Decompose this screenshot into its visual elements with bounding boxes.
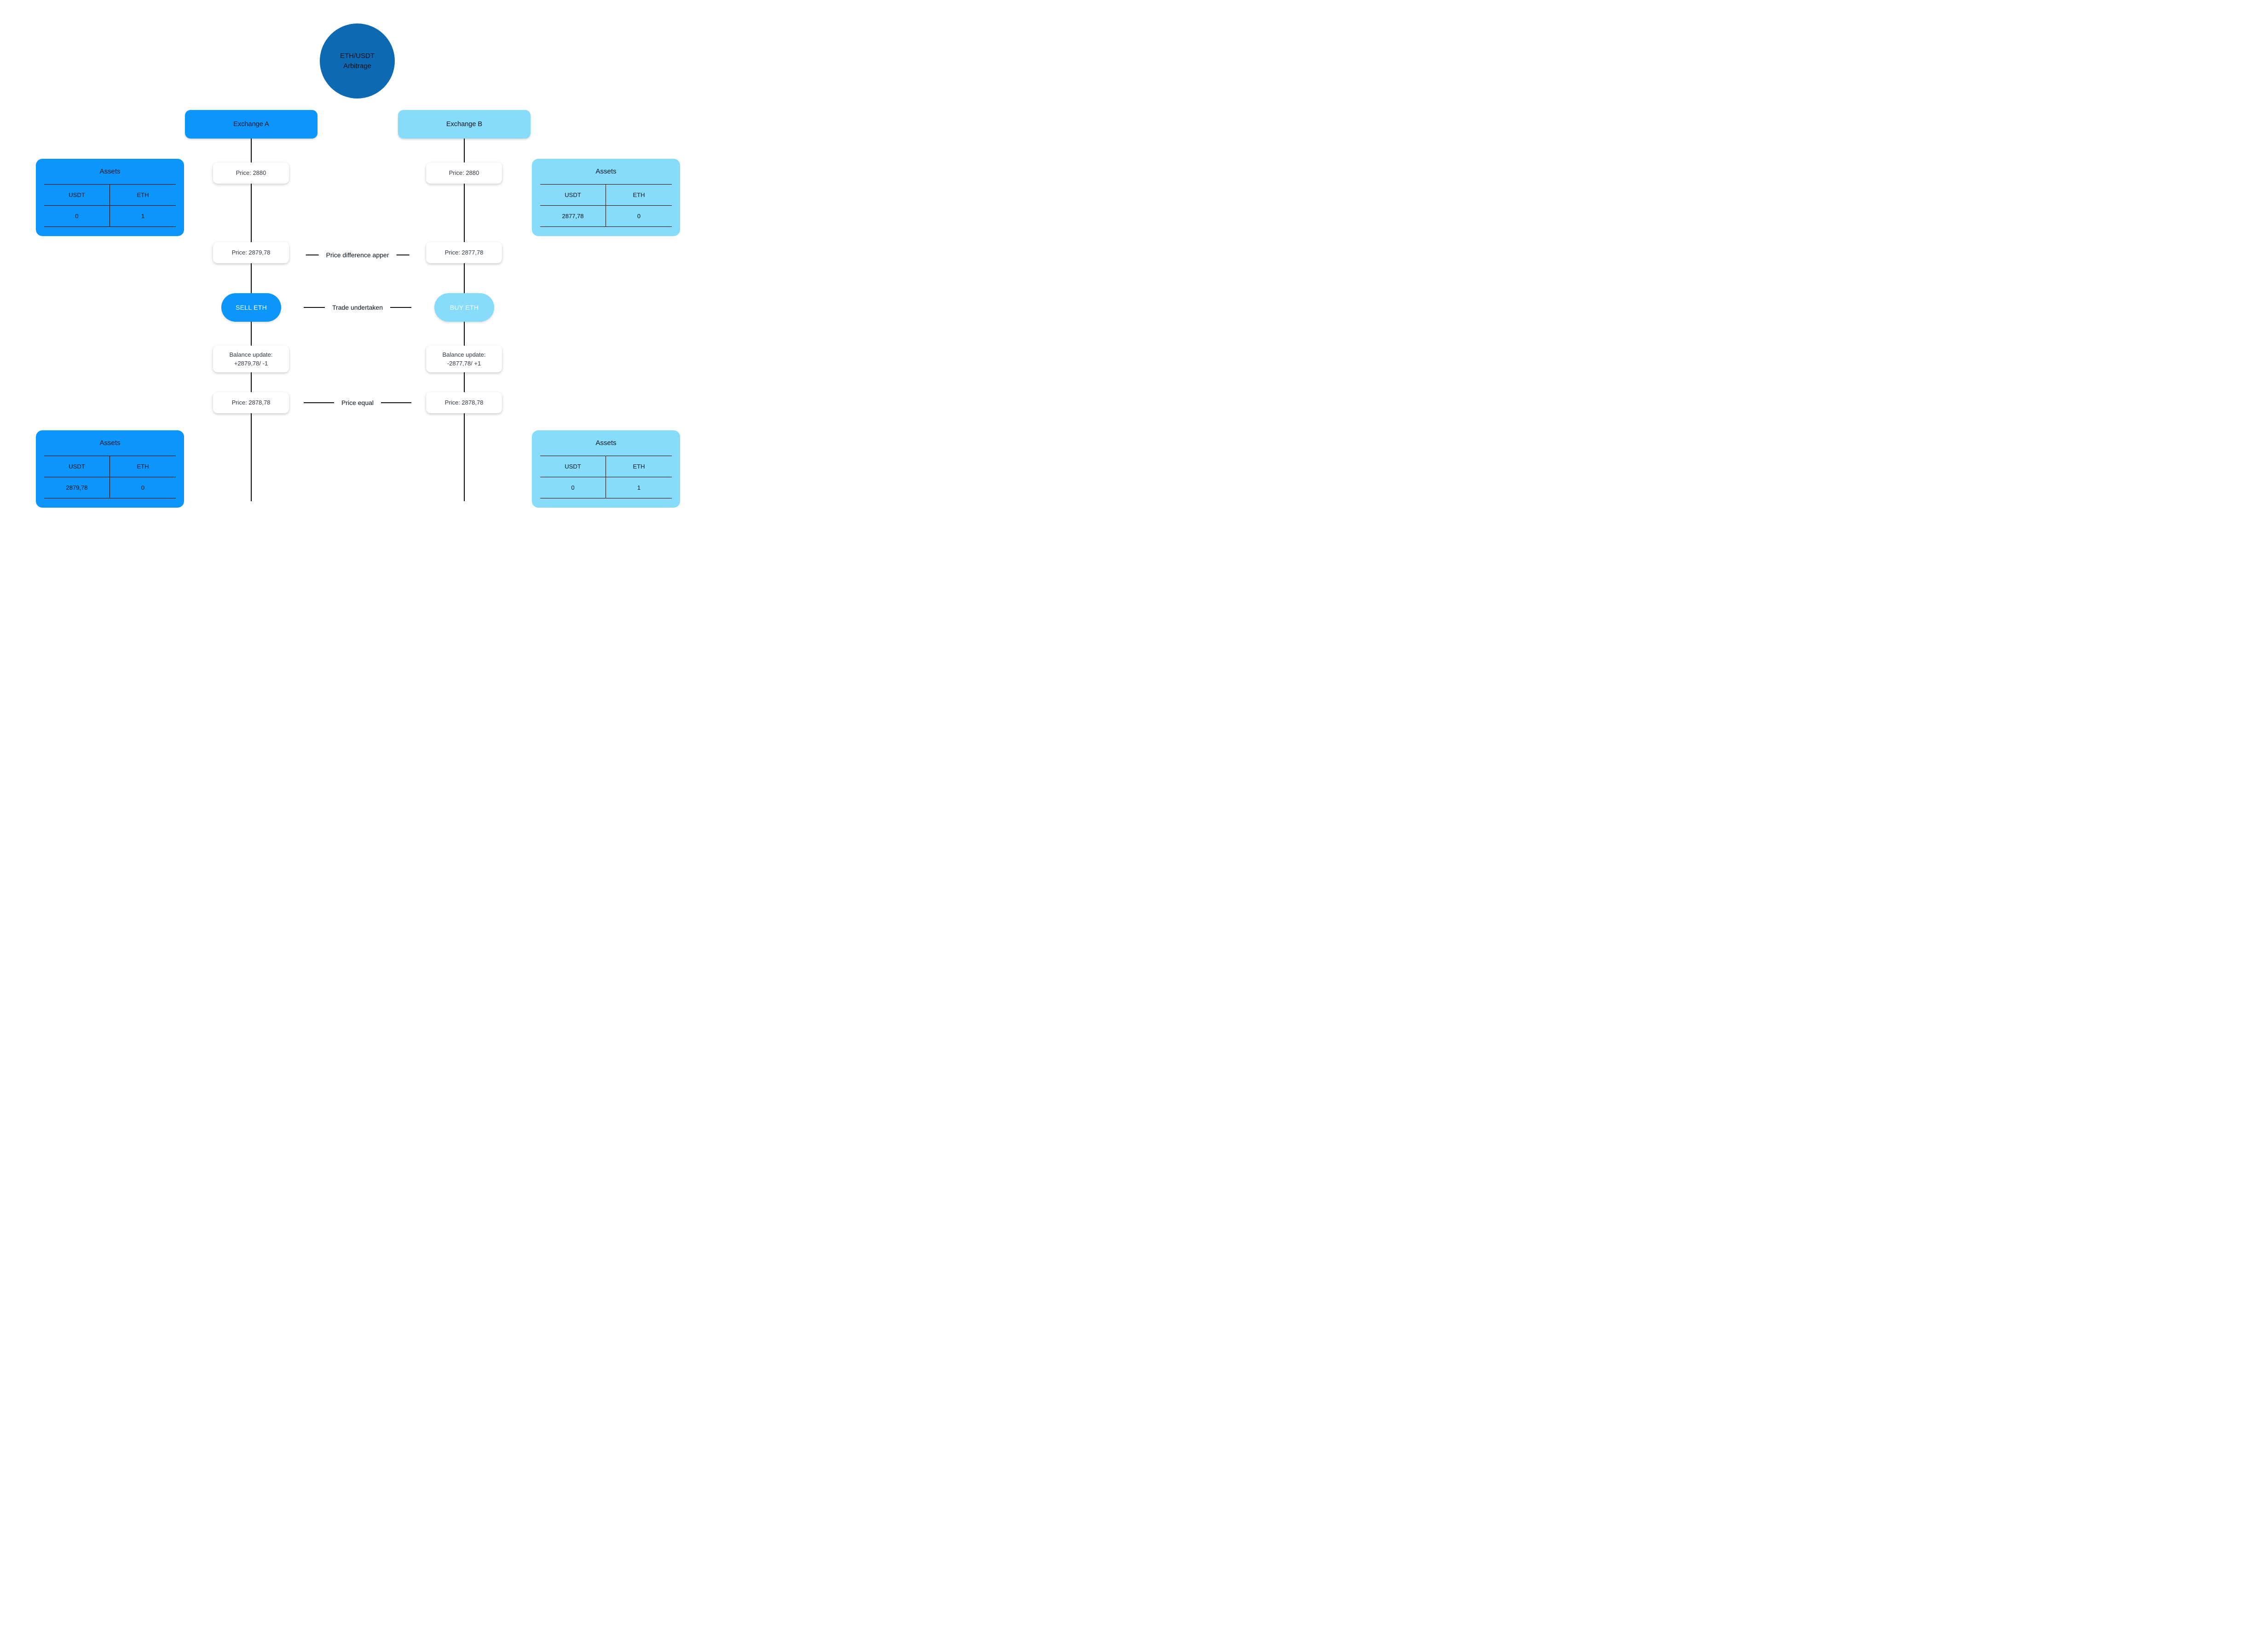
exchange-a-price-diff-box: Price: 2879,78 bbox=[213, 242, 289, 263]
connector-dash-right bbox=[381, 402, 412, 403]
exchange-a-balance-line1: Balance update: bbox=[229, 351, 273, 358]
assets-value-eth: 1 bbox=[141, 213, 145, 220]
assets-value-usdt: 2879,78 bbox=[44, 477, 110, 498]
assets-col-header-usdt: USDT bbox=[44, 456, 110, 477]
connector-price-equal-label: Price equal bbox=[341, 399, 374, 406]
assets-title: Assets bbox=[99, 439, 121, 447]
exchange-b-price-end-box: Price: 2878,78 bbox=[426, 392, 502, 413]
assets-grid: USDT ETH 2879,78 0 bbox=[44, 456, 176, 498]
exchange-a-balance-update-box: Balance update: +2879,78/ -1 bbox=[213, 346, 289, 372]
assets-value-eth: 1 bbox=[637, 484, 641, 491]
assets-value-usdt: 2877,78 bbox=[540, 206, 606, 226]
connector-trade-undertaken-label: Trade undertaken bbox=[332, 304, 383, 311]
assets-grid: USDT ETH 0 1 bbox=[44, 184, 176, 227]
root-node-eth-usdt-arbitrage: ETH/USDT Arbitrage bbox=[320, 23, 395, 98]
sell-eth-label: SELL ETH bbox=[235, 304, 267, 311]
exchange-b-label: Exchange B bbox=[446, 121, 483, 128]
assets-title: Assets bbox=[595, 168, 617, 175]
assets-col-header-eth: ETH bbox=[606, 456, 672, 477]
exchange-a-price-end-text: Price: 2878,78 bbox=[231, 399, 271, 406]
buy-eth-label: BUY ETH bbox=[450, 304, 479, 311]
assets-col-header-eth: ETH bbox=[110, 185, 176, 206]
assets-col-header-eth: ETH bbox=[606, 185, 672, 206]
exchange-b-price-diff-text: Price: 2877,78 bbox=[444, 249, 484, 256]
exchange-a-price-diff-text: Price: 2879,78 bbox=[231, 249, 271, 256]
exchange-b-price-start-box: Price: 2880 bbox=[426, 162, 502, 184]
connector-price-difference-label: Price difference apper bbox=[326, 251, 389, 259]
connector-price-difference: Price difference apper bbox=[306, 250, 410, 260]
root-node-label-line2: Arbitrage bbox=[343, 62, 371, 70]
exchange-b-price-start-text: Price: 2880 bbox=[449, 169, 479, 177]
assets-col-header-usdt: USDT bbox=[44, 185, 110, 206]
assets-table-exchange-b-after: Assets USDT ETH 0 1 bbox=[532, 430, 680, 508]
exchange-a-price-start-box: Price: 2880 bbox=[213, 162, 289, 184]
exchange-b-balance-update-box: Balance update: -2877,78/ +1 bbox=[426, 346, 502, 372]
sell-eth-node: SELL ETH bbox=[221, 293, 281, 322]
exchange-a-price-start-text: Price: 2880 bbox=[236, 169, 266, 177]
assets-col-header-usdt: USDT bbox=[540, 185, 606, 206]
connector-dash-left bbox=[304, 307, 325, 308]
exchange-a-label: Exchange A bbox=[233, 121, 269, 128]
connector-trade-undertaken: Trade undertaken bbox=[304, 303, 411, 312]
connector-dash-right bbox=[390, 307, 411, 308]
exchange-b-price-end-text: Price: 2878,78 bbox=[444, 399, 484, 406]
assets-grid: USDT ETH 2877,78 0 bbox=[540, 184, 672, 227]
exchange-a-price-end-box: Price: 2878,78 bbox=[213, 392, 289, 413]
buy-eth-node: BUY ETH bbox=[434, 293, 494, 322]
root-node-label-line1: ETH/USDT bbox=[340, 52, 375, 60]
exchange-a-balance-line2: +2879,78/ -1 bbox=[234, 360, 268, 367]
connector-dash-left bbox=[303, 402, 334, 403]
connector-price-equal: Price equal bbox=[303, 398, 412, 407]
assets-value-eth: 0 bbox=[637, 213, 641, 220]
assets-value-usdt: 0 bbox=[44, 206, 110, 226]
exchange-b-balance-line1: Balance update: bbox=[442, 351, 486, 358]
exchange-b-balance-line2: -2877,78/ +1 bbox=[447, 360, 481, 367]
assets-value-eth: 0 bbox=[141, 484, 145, 491]
exchange-b-header: Exchange B bbox=[398, 110, 531, 139]
assets-col-header-usdt: USDT bbox=[540, 456, 606, 477]
assets-grid: USDT ETH 0 1 bbox=[540, 456, 672, 498]
assets-table-exchange-a-before: Assets USDT ETH 0 1 bbox=[36, 159, 184, 236]
assets-table-exchange-a-after: Assets USDT ETH 2879,78 0 bbox=[36, 430, 184, 508]
assets-title: Assets bbox=[595, 439, 617, 447]
arbitrage-flow-diagram: ETH/USDT Arbitrage Exchange A Exchange B… bbox=[0, 0, 711, 514]
assets-value-usdt: 0 bbox=[540, 477, 606, 498]
assets-table-exchange-b-before: Assets USDT ETH 2877,78 0 bbox=[532, 159, 680, 236]
exchange-b-price-diff-box: Price: 2877,78 bbox=[426, 242, 502, 263]
exchange-a-header: Exchange A bbox=[185, 110, 317, 139]
assets-title: Assets bbox=[99, 168, 121, 175]
assets-col-header-eth: ETH bbox=[110, 456, 176, 477]
